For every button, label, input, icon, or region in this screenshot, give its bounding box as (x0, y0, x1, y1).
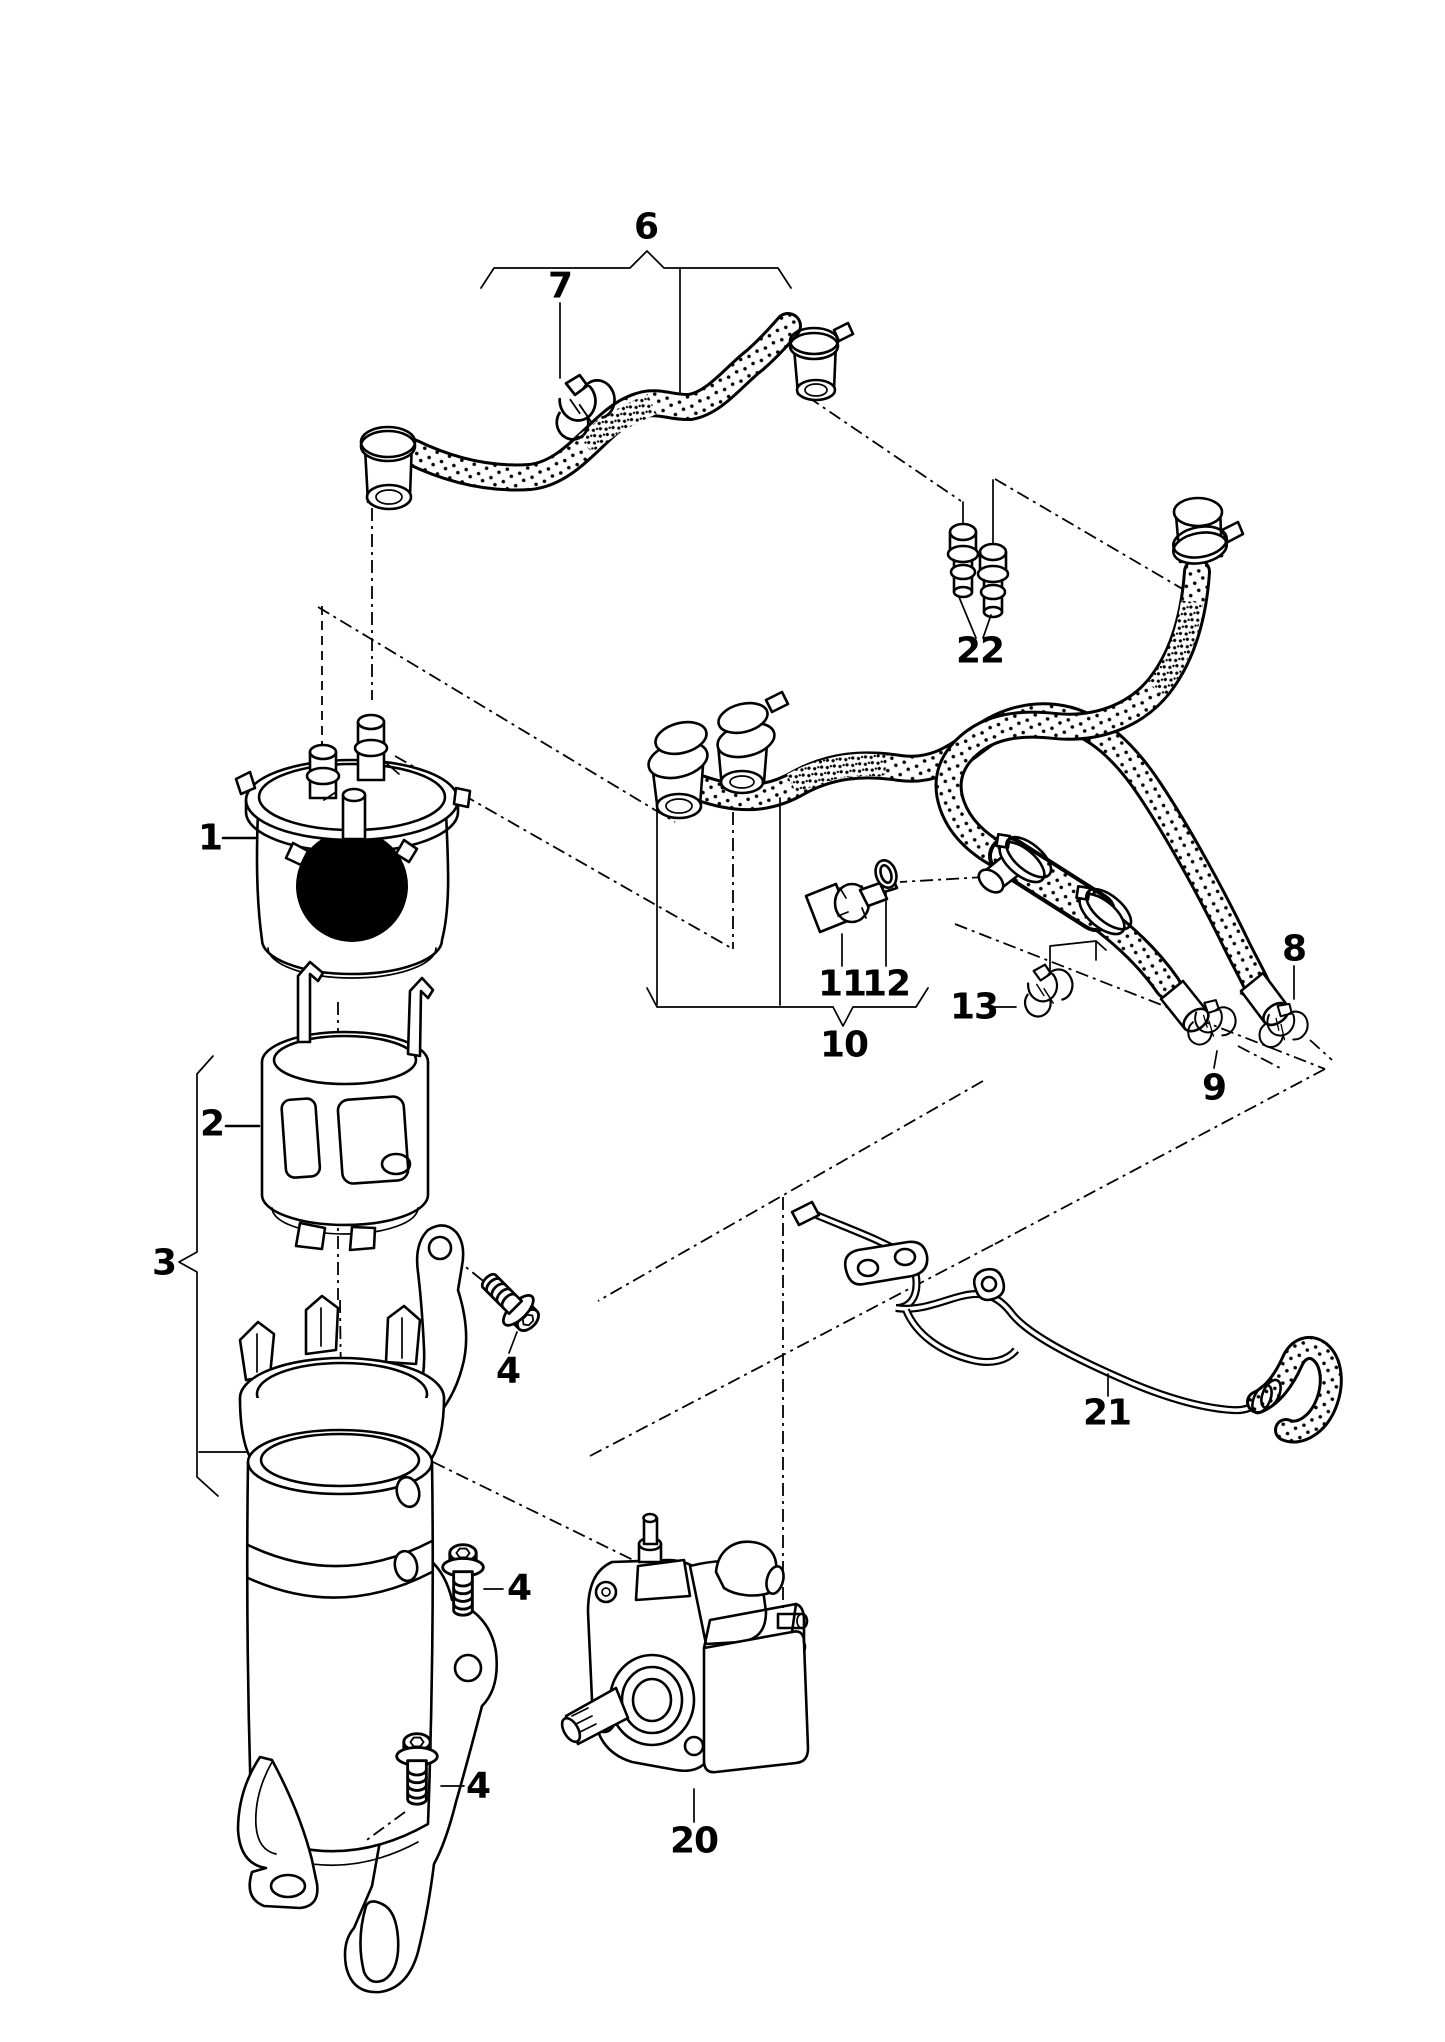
part-label-11: 11 (817, 963, 867, 1005)
part-label-3: 3 (151, 1242, 177, 1284)
hose-clip-8 (1255, 965, 1313, 1056)
part-label-10: 10 (819, 1024, 869, 1066)
part-label-12: 12 (861, 963, 911, 1005)
part-label-4-middle: 4 (506, 1567, 532, 1609)
fuel-temp-sensor-11 (804, 875, 899, 934)
filter-holder-ring (238, 1224, 468, 1462)
screw-4-lower (363, 1732, 465, 1843)
part-label-2: 2 (199, 1103, 225, 1145)
fuel-pump-20 (560, 1512, 810, 1823)
fuel-filter (221, 713, 472, 979)
part-label-1: 1 (197, 817, 223, 859)
part-label-22: 22 (955, 630, 1005, 672)
part-label-4-lower: 4 (465, 1765, 491, 1807)
part-label-6: 6 (633, 206, 659, 248)
filter-retaining-sleeve (224, 960, 435, 1252)
o-ring-12 (874, 859, 898, 889)
part-label-7: 7 (547, 265, 573, 307)
hose-clip-9 (1185, 995, 1240, 1069)
supply-hose-6 (359, 250, 855, 511)
connector-pins-22 (946, 479, 1010, 639)
fuel-pipe-21 (790, 1200, 1343, 1444)
filter-housing-canister (236, 1428, 498, 1994)
hose-clip-13 (992, 940, 1107, 1019)
part-label-13: 13 (949, 986, 999, 1028)
filter-port-black-dot (296, 830, 408, 942)
screw-4-middle (441, 1543, 504, 1617)
return-hose-assembly-10 (646, 496, 1290, 1033)
part-label-8: 8 (1281, 928, 1307, 970)
part-label-21: 21 (1082, 1392, 1132, 1434)
screw-4-upper (470, 1262, 549, 1354)
part-label-20: 20 (669, 1820, 719, 1862)
part-label-4-upper: 4 (495, 1350, 521, 1392)
part-label-9: 9 (1201, 1067, 1227, 1109)
